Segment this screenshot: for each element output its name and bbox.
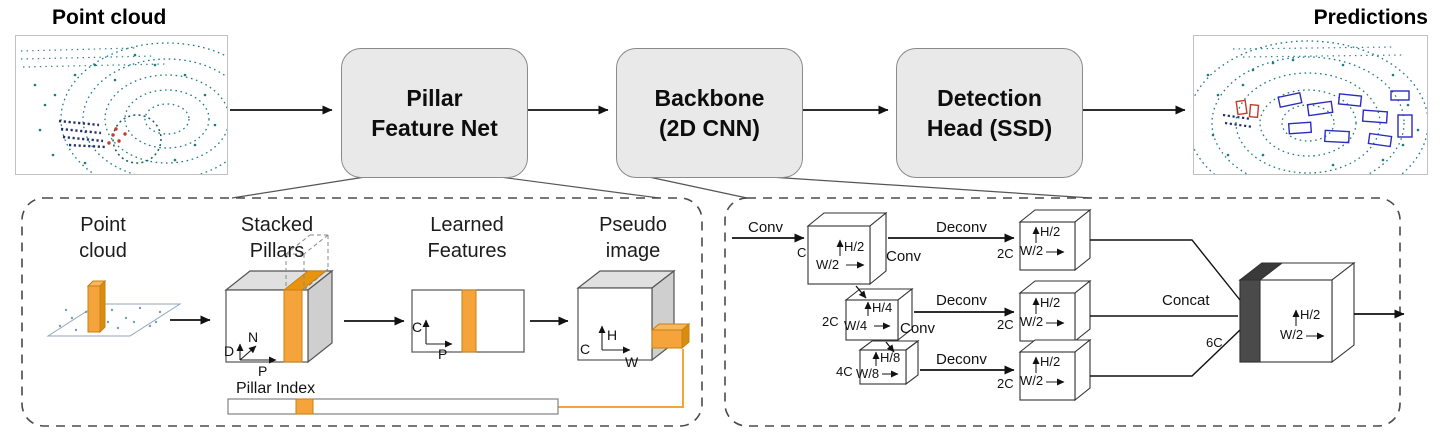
- enc3-height: H/8: [880, 350, 901, 365]
- backbone-axis-arrows: [836, 226, 1325, 386]
- stage-label-line1: Backbone: [654, 85, 765, 111]
- predictions-image: [1193, 35, 1428, 175]
- axis-d: D: [224, 343, 235, 359]
- input-caption: Point cloud: [52, 6, 167, 29]
- axis-p: P: [258, 363, 268, 379]
- enc2-channels: 2C: [822, 314, 839, 329]
- enc2-height: H/4: [872, 300, 893, 315]
- stage-label-line1: Detection: [937, 85, 1042, 111]
- dec3-width: W/2: [1020, 373, 1044, 388]
- mini-pointcloud-scene: [46, 279, 182, 337]
- encoder-block-1: [806, 211, 888, 286]
- stage-label-line2: Head (SSD): [926, 115, 1053, 141]
- out-height: H/2: [1300, 307, 1321, 322]
- dec2-width: W/2: [1020, 314, 1044, 329]
- decoder-block-3: [1018, 338, 1092, 402]
- enc1-height: H/2: [844, 239, 865, 254]
- enc2-width: W/4: [844, 318, 868, 333]
- out-width: W/2: [1280, 327, 1304, 342]
- stage-box-detection-head: Detection Head (SSD): [896, 48, 1083, 178]
- pfn-arrows: [170, 315, 569, 326]
- pfn-title-point-cloud: Point cloud: [79, 214, 127, 262]
- enc3-channels: 4C: [836, 364, 853, 379]
- label-deconv-1: Deconv: [936, 219, 987, 236]
- axis-p-learned: P: [438, 346, 448, 362]
- pfn-axis-arrows: [236, 319, 631, 364]
- axis-c-learned: C: [412, 319, 423, 335]
- stage-label-line2: Feature Net: [371, 115, 498, 141]
- detection-boxes: [1277, 90, 1413, 148]
- pfn-title-stacked-pillars: Stacked Pillars: [240, 214, 314, 262]
- dec2-height: H/2: [1040, 295, 1061, 310]
- decoder-block-2: [1018, 279, 1092, 343]
- dec1-height: H/2: [1040, 224, 1061, 239]
- enc1-width: W/2: [816, 257, 840, 272]
- expansion-lines: [231, 176, 1092, 199]
- dec2-channels: 2C: [997, 317, 1014, 332]
- stage-label-line2: (2D CNN): [659, 115, 760, 141]
- output-caption: Predictions: [1313, 6, 1428, 29]
- label-conv-3: Conv: [900, 320, 936, 337]
- dec1-width: W/2: [1020, 243, 1044, 258]
- input-pointcloud-image: [15, 35, 228, 175]
- label-conv-2: Conv: [886, 248, 922, 265]
- stage-label-line1: Pillar: [406, 85, 463, 111]
- axis-c-pseudo: C: [580, 341, 591, 357]
- dec3-channels: 2C: [997, 376, 1014, 391]
- pseudo-image-pillar-cell: [650, 322, 691, 350]
- enc3-width: W/8: [856, 366, 880, 381]
- stage-box-pillar-feature-net: Pillar Feature Net: [341, 48, 528, 178]
- enc1-channels: C: [797, 245, 807, 260]
- pfn-title-learned-features: Learned Features: [427, 214, 507, 262]
- concat-block: [1238, 261, 1356, 364]
- encoder-block-2: [844, 287, 914, 342]
- dec3-height: H/2: [1040, 354, 1061, 369]
- stacked-pillars-tensor: [224, 269, 334, 364]
- label-deconv-3: Deconv: [936, 351, 987, 368]
- decoder-block-1: [1018, 208, 1092, 272]
- learned-features-tensor: [411, 289, 525, 353]
- axis-n: N: [248, 329, 259, 345]
- backbone-arrows: [732, 233, 1405, 377]
- pillar-dashed-outline: [285, 234, 329, 291]
- label-conv-1: Conv: [748, 219, 784, 236]
- axis-h-pseudo: H: [607, 327, 618, 343]
- out-channels: 6C: [1206, 335, 1223, 350]
- orange-pillar: [86, 279, 107, 334]
- axis-w-pseudo: W: [625, 354, 639, 370]
- label-deconv-2: Deconv: [936, 292, 987, 309]
- pillar-index-bar: [227, 398, 559, 415]
- encoder-block-3: [858, 339, 920, 386]
- pfn-title-pseudo-image: Pseudo image: [599, 214, 667, 262]
- label-concat: Concat: [1162, 292, 1210, 309]
- pillar-feature-net-panel: [21, 197, 703, 427]
- dec1-channels: 2C: [997, 246, 1014, 261]
- stage-box-backbone: Backbone (2D CNN): [616, 48, 803, 178]
- pillar-index-label: Pillar Index: [236, 380, 316, 397]
